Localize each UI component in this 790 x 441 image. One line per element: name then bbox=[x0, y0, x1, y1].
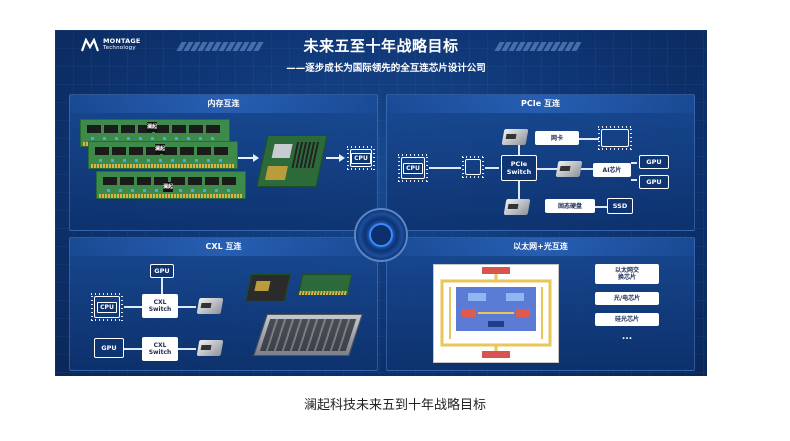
figure-caption: 澜起科技未来五到十年战略目标 bbox=[303, 398, 486, 413]
gpu-box: GPU bbox=[94, 338, 124, 358]
connector-line bbox=[124, 306, 142, 308]
ethernet-switch-chip-box: 以太网交 换芯片 bbox=[595, 264, 659, 284]
arrow-right-icon bbox=[326, 154, 345, 162]
company-logo: MONTAGE Technology bbox=[81, 38, 141, 52]
cpu-chip-icon: CPU bbox=[91, 293, 123, 321]
logo-sub: Technology bbox=[103, 45, 136, 51]
dimm-tag: 澜起 bbox=[155, 144, 166, 154]
connector-line bbox=[124, 348, 142, 350]
retimer-chip-icon bbox=[462, 156, 484, 178]
ssd-box: 固态硬盘 bbox=[545, 199, 595, 213]
topology-svg bbox=[440, 267, 552, 358]
pcie-switch-box: PCIe Switch bbox=[501, 155, 537, 181]
cxl-device-image bbox=[245, 274, 291, 302]
connector-line bbox=[631, 162, 637, 164]
panel-cxl-interconnect: CXL 互连 GPU CPU CXL Switch GPU CXL Switch bbox=[69, 237, 378, 371]
cxl-switch-box: CXL Switch bbox=[142, 337, 178, 361]
optical-electrical-chip-box: 光/电芯片 bbox=[595, 292, 659, 305]
slide-title: 未来五至十年战略目标 bbox=[303, 37, 459, 55]
nic-box: 网卡 bbox=[535, 131, 579, 145]
slide-subtitle: ——逐步成长为国际领先的全互连芯片设计公司 bbox=[286, 63, 486, 74]
dimm-tag: 澜起 bbox=[163, 182, 174, 192]
connector-line bbox=[178, 306, 196, 308]
gpu-box: GPU bbox=[150, 264, 174, 278]
connector-line bbox=[429, 167, 461, 169]
connector-line bbox=[178, 348, 196, 350]
network-topology-diagram bbox=[433, 264, 559, 363]
strategy-slide: MONTAGE Technology 未来五至十年战略目标 ——逐步成长为国际领… bbox=[55, 30, 707, 376]
cxl-switch-box: CXL Switch bbox=[142, 294, 178, 318]
dimm-module: 澜起 bbox=[88, 141, 238, 169]
memory-module-image bbox=[196, 340, 224, 356]
dimm-tag: 澜起 bbox=[147, 122, 158, 132]
ethernet-component-list: 以太网交 换芯片 光/电芯片 硅光芯片 ... bbox=[587, 264, 667, 342]
connector-line bbox=[518, 181, 520, 203]
expansion-card-image bbox=[297, 274, 353, 296]
ssd-icon: SSD bbox=[607, 198, 633, 214]
connector-line bbox=[579, 138, 599, 140]
network-card-icon bbox=[598, 126, 632, 150]
cpu-label: CPU bbox=[97, 301, 117, 313]
central-hub-emblem bbox=[354, 208, 408, 262]
panel-ethernet-optical-interconnect: 以太网+光互连 以太网交 换芯片 光/电芯片 硅光芯片 ... bbox=[386, 237, 695, 371]
silicon-photonics-chip-box: 硅光芯片 bbox=[595, 313, 659, 326]
cpu-chip-icon: CPU bbox=[398, 154, 428, 182]
panel-ethernet-title: 以太网+光互连 bbox=[387, 238, 694, 256]
cpu-label: CPU bbox=[403, 162, 423, 174]
panel-pcie-interconnect: PCIe 互连 CPU PCIe Switch 网卡 AI芯片 GPU GPU … bbox=[386, 94, 695, 231]
connector-line bbox=[485, 167, 499, 169]
hub-ring-icon bbox=[369, 223, 393, 247]
dimm-module: 澜起 bbox=[96, 171, 246, 199]
panel-pcie-title: PCIe 互连 bbox=[387, 95, 694, 113]
connector-line bbox=[631, 179, 637, 181]
server-rack-image bbox=[253, 314, 363, 356]
cpu-chip-icon: CPU bbox=[347, 146, 375, 170]
connector-line bbox=[595, 206, 607, 208]
retimer-module-image bbox=[501, 129, 529, 145]
motherboard-image bbox=[256, 135, 328, 187]
more-ellipsis: ... bbox=[621, 332, 633, 342]
ai-chip-box: AI芯片 bbox=[593, 163, 631, 177]
retimer-module-image bbox=[503, 199, 531, 215]
retimer-module-image bbox=[555, 161, 583, 177]
panel-memory-title: 内存互连 bbox=[70, 95, 377, 113]
montage-logo-icon bbox=[81, 38, 99, 52]
gpu-box: GPU bbox=[639, 175, 669, 189]
panel-memory-interconnect: 内存互连 澜起 澜起 澜起 CPU bbox=[69, 94, 378, 231]
connector-line bbox=[518, 137, 520, 155]
memory-module-image bbox=[196, 298, 224, 314]
connector-line bbox=[161, 278, 163, 294]
arrow-right-icon bbox=[238, 154, 259, 162]
logo-name: MONTAGE bbox=[103, 37, 141, 45]
panel-cxl-title: CXL 互连 bbox=[70, 238, 377, 256]
gpu-box: GPU bbox=[639, 155, 669, 169]
cpu-label: CPU bbox=[351, 152, 371, 164]
